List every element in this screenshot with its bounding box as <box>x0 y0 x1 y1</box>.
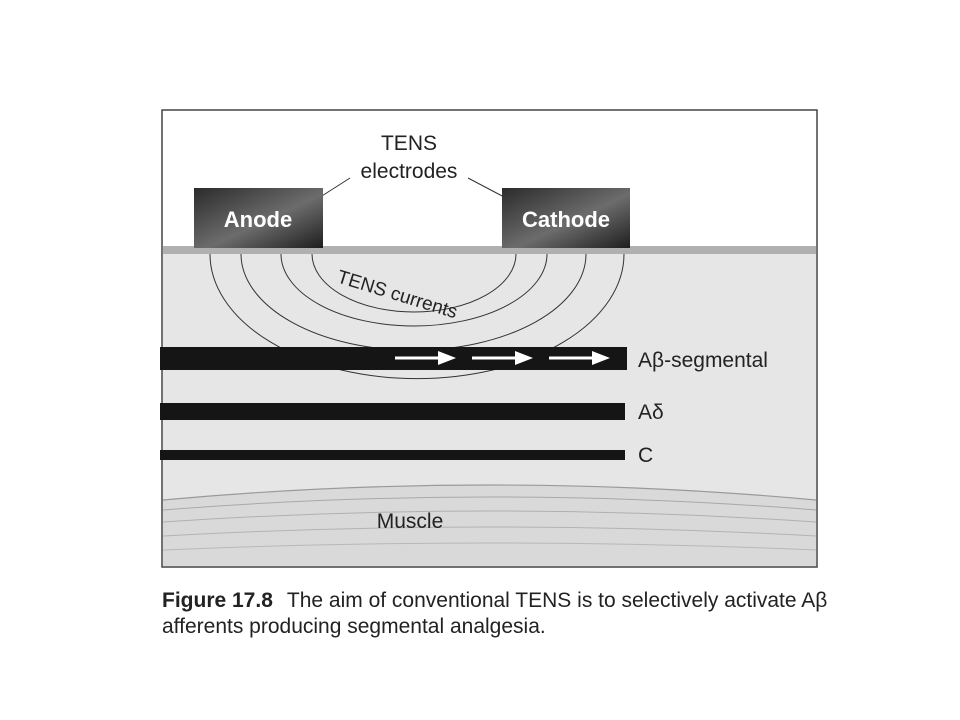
fiber-a-delta <box>160 403 625 420</box>
caption-text: The aim of conventional TENS is to selec… <box>162 589 828 638</box>
tens-electrodes-label-line2: electrodes <box>361 160 458 183</box>
cathode-electrode <box>502 188 630 248</box>
anode-label: Anode <box>224 207 292 232</box>
muscle-layer <box>163 484 816 566</box>
fiber-ad-label: Aδ <box>638 401 664 424</box>
fiber-ab-label: Aβ-segmental <box>638 349 768 372</box>
figure-number: Figure 17.8 <box>162 589 273 612</box>
muscle-label: Muscle <box>377 510 444 533</box>
fiber-c-label: C <box>638 444 653 467</box>
right-arrow-icon <box>395 351 610 365</box>
anode-electrode <box>194 188 323 248</box>
tens-electrodes-label-line1: TENS <box>381 132 437 155</box>
fiber-c <box>160 450 625 460</box>
skin-surface <box>163 246 816 254</box>
fiber-ab-segmental <box>160 347 627 370</box>
cathode-label: Cathode <box>522 207 610 232</box>
